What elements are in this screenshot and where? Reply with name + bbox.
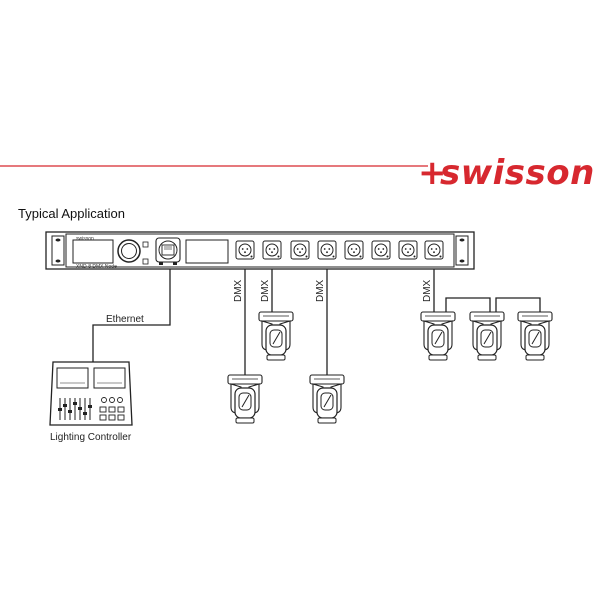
device-display bbox=[72, 239, 114, 264]
controller-label: Lighting Controller bbox=[50, 432, 132, 443]
dmx-port-5 bbox=[344, 240, 364, 260]
dmx-label-3: DMX bbox=[315, 279, 326, 302]
moving-head-fixture-4 bbox=[420, 311, 456, 361]
brand-logo: swisson bbox=[440, 153, 595, 193]
dmx-port-4 bbox=[317, 240, 337, 260]
brand-header: + swisson bbox=[0, 153, 595, 193]
moving-head-fixture-5 bbox=[469, 311, 505, 361]
dmx-label-2: DMX bbox=[260, 279, 271, 302]
dmx-label-1: DMX bbox=[233, 279, 244, 302]
device-model: XND-8 DMX Node bbox=[76, 264, 117, 270]
section-heading: Typical Application bbox=[18, 206, 125, 221]
ethernet-label: Ethernet bbox=[106, 314, 144, 325]
lighting-controller bbox=[49, 361, 133, 426]
moving-head-fixture-3 bbox=[309, 374, 345, 424]
moving-head-fixture-1 bbox=[227, 374, 263, 424]
dmx-port-3 bbox=[290, 240, 310, 260]
dmx-port-7 bbox=[398, 240, 418, 260]
moving-head-fixture-2 bbox=[258, 311, 294, 361]
dmx-port-8 bbox=[424, 240, 444, 260]
dmx-port-2 bbox=[262, 240, 282, 260]
dmx-daisy-chain-2 bbox=[495, 297, 541, 316]
dmx-label-8: DMX bbox=[422, 279, 433, 302]
ethernet-cable bbox=[92, 269, 171, 365]
ethernet-port bbox=[155, 237, 181, 263]
dmx-daisy-chain-1 bbox=[445, 297, 491, 316]
dmx-port-6 bbox=[371, 240, 391, 260]
dmx-port-1 bbox=[235, 240, 255, 260]
moving-head-fixture-6 bbox=[517, 311, 553, 361]
brand-plus: + bbox=[418, 153, 447, 193]
device-blank-panel bbox=[185, 239, 229, 264]
device-logo: swisson bbox=[76, 236, 94, 242]
dmx-node-device: swisson XND-8 DMX Node bbox=[45, 231, 475, 270]
